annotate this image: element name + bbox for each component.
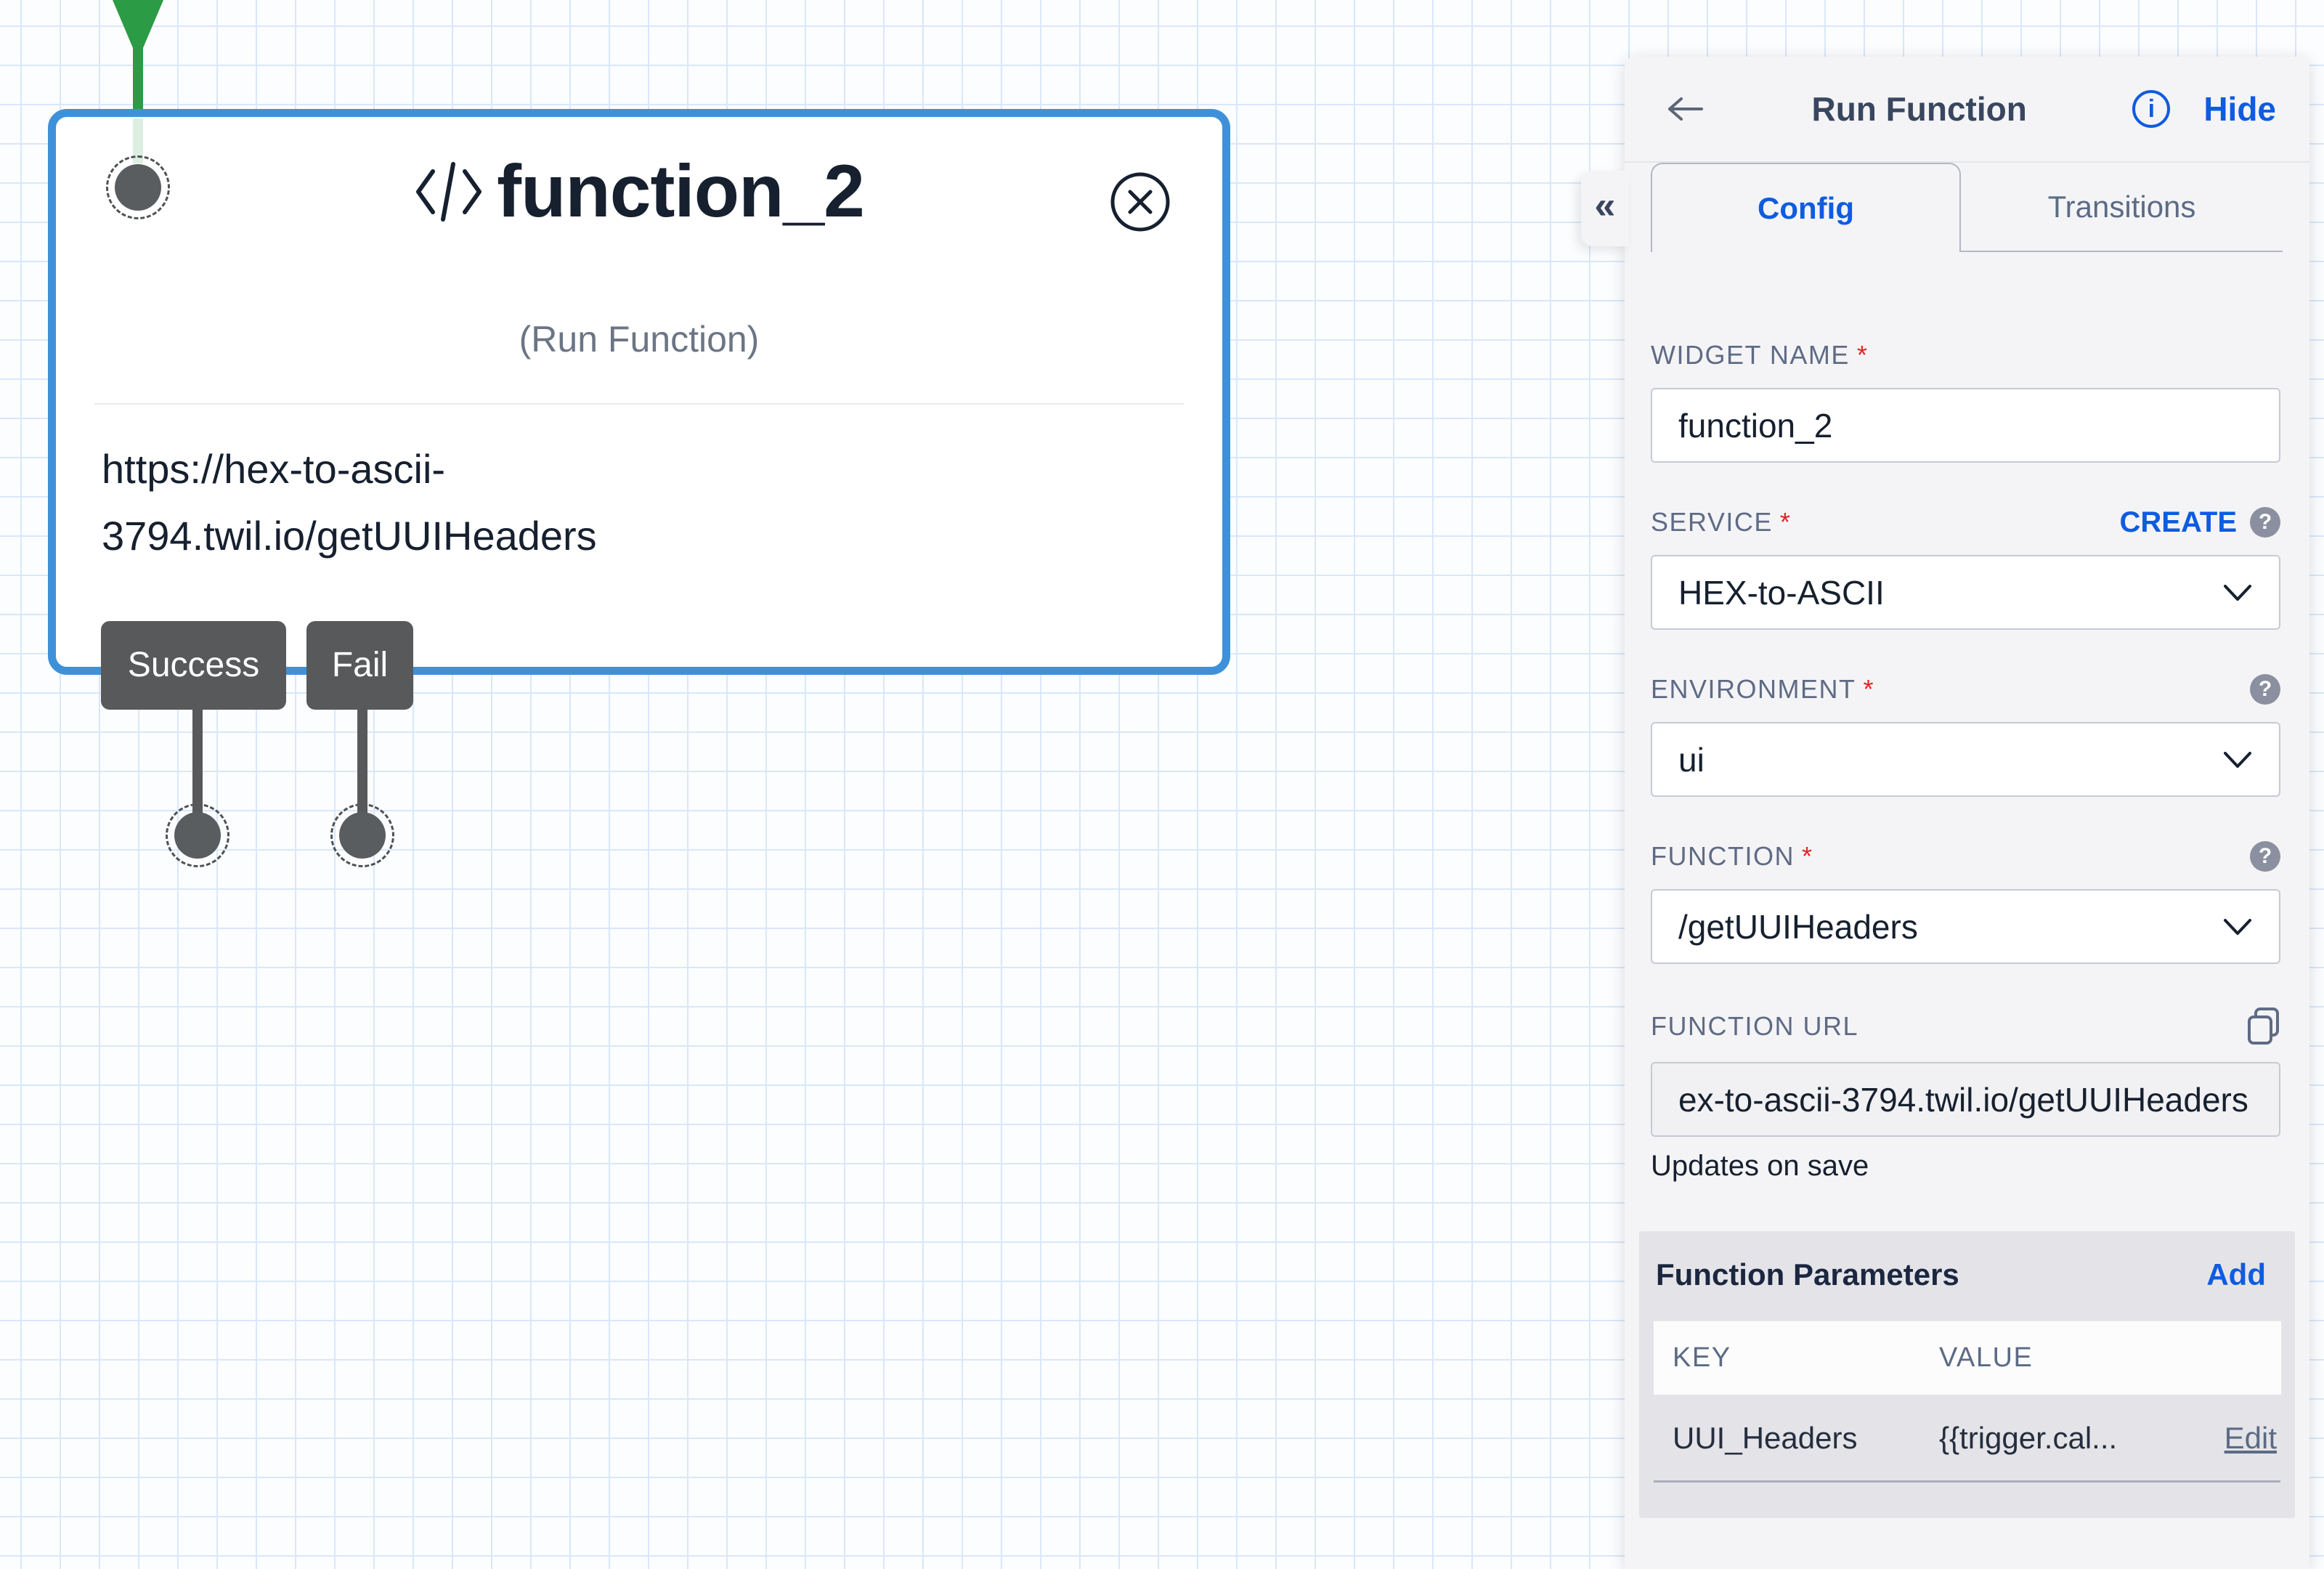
edit-parameter-link[interactable]: Edit bbox=[2224, 1421, 2277, 1455]
parameter-value: {{trigger.cal... bbox=[1939, 1421, 2118, 1455]
updates-on-save-note: Updates on save bbox=[1651, 1150, 1869, 1182]
function-label: FUNCTION bbox=[1651, 841, 1795, 871]
panel-title: Run Function bbox=[1811, 90, 2027, 128]
widget-function-url: https://hex-to-ascii- 3794.twil.io/getUU… bbox=[102, 436, 597, 569]
widget-card-function-2[interactable] bbox=[48, 109, 1230, 675]
required-mark: * bbox=[1856, 340, 1869, 370]
function-parameters-heading-row: Function Parameters Add bbox=[1639, 1257, 2295, 1292]
config-panel: Run Function i Hide Config Transitions W… bbox=[1625, 57, 2309, 1569]
required-mark: * bbox=[1801, 841, 1813, 871]
chevron-down-icon bbox=[2224, 751, 2251, 768]
function-url-label: FUNCTION URL bbox=[1651, 1011, 1858, 1041]
info-icon[interactable]: i bbox=[2132, 90, 2171, 128]
success-output-port-dot bbox=[174, 812, 221, 859]
transition-chip-fail[interactable]: Fail bbox=[306, 621, 413, 710]
panel-tabs: Config Transitions bbox=[1625, 163, 2309, 252]
widget-title-row: function_2 bbox=[56, 149, 1222, 234]
widget-name-label: WIDGET NAME bbox=[1651, 340, 1850, 370]
service-label-row: SERVICE * CREATE ? bbox=[1651, 506, 2280, 538]
widget-type-label: (Run Function) bbox=[519, 319, 760, 360]
widget-divider bbox=[94, 403, 1184, 405]
widget-url-line2: 3794.twil.io/getUUIHeaders bbox=[102, 513, 597, 559]
key-column-header: KEY bbox=[1673, 1342, 1731, 1373]
service-help-icon[interactable]: ? bbox=[2250, 507, 2280, 538]
copy-icon[interactable] bbox=[2247, 1008, 2280, 1045]
parameter-row-divider bbox=[1654, 1480, 2280, 1483]
panel-header: Run Function i Hide bbox=[1625, 57, 2309, 163]
service-dropdown-value: HEX-to-ASCII bbox=[1678, 573, 1885, 612]
parameters-table-header: KEY VALUE bbox=[1654, 1321, 2281, 1395]
panel-body: WIDGET NAME * function_2 SERVICE * CREAT… bbox=[1625, 339, 2309, 1518]
environment-label-row: ENVIRONMENT * ? bbox=[1651, 673, 2280, 705]
create-service-link[interactable]: CREATE bbox=[2119, 506, 2237, 538]
widget-input-port-dot bbox=[115, 164, 161, 211]
back-arrow-icon[interactable] bbox=[1665, 94, 1706, 123]
fail-connector-stem bbox=[357, 710, 367, 813]
environment-help-icon[interactable]: ? bbox=[2250, 674, 2280, 705]
incoming-connector-line bbox=[113, 0, 163, 163]
function-dropdown[interactable]: /getUUIHeaders bbox=[1651, 889, 2280, 964]
environment-dropdown[interactable]: ui bbox=[1651, 722, 2280, 797]
service-label: SERVICE bbox=[1651, 507, 1773, 537]
widget-name-input[interactable]: function_2 bbox=[1651, 388, 2280, 463]
widget-name-label-row: WIDGET NAME * bbox=[1651, 339, 2280, 371]
collapse-chevrons-icon: « bbox=[1594, 185, 1616, 227]
chevron-down-icon bbox=[2224, 918, 2251, 935]
function-dropdown-value: /getUUIHeaders bbox=[1678, 907, 1918, 946]
widget-input-port[interactable] bbox=[106, 155, 170, 219]
service-dropdown[interactable]: HEX-to-ASCII bbox=[1651, 555, 2280, 630]
parameter-row: UUI_Headers {{trigger.cal... Edit bbox=[1654, 1395, 2281, 1456]
chevron-down-icon bbox=[2224, 584, 2251, 601]
function-help-icon[interactable]: ? bbox=[2250, 841, 2280, 872]
fail-output-port-dot bbox=[339, 812, 386, 859]
widget-url-line1: https://hex-to-ascii- bbox=[102, 446, 446, 492]
environment-dropdown-value: ui bbox=[1678, 740, 1705, 779]
panel-collapse-button[interactable]: « bbox=[1581, 171, 1629, 246]
hide-button[interactable]: Hide bbox=[2203, 90, 2276, 128]
function-parameters-heading: Function Parameters bbox=[1656, 1257, 1959, 1292]
function-url-label-row: FUNCTION URL bbox=[1651, 1008, 2280, 1045]
function-parameters-section: Function Parameters Add KEY VALUE UUI_He… bbox=[1639, 1231, 2295, 1518]
parameter-key: UUI_Headers bbox=[1673, 1421, 1858, 1455]
required-mark: * bbox=[1779, 507, 1792, 537]
add-parameter-button[interactable]: Add bbox=[2206, 1257, 2266, 1292]
tab-config[interactable]: Config bbox=[1651, 163, 1961, 252]
required-mark: * bbox=[1863, 674, 1875, 704]
widget-close-button[interactable] bbox=[1110, 171, 1171, 232]
value-column-header: VALUE bbox=[1939, 1342, 2033, 1373]
code-icon bbox=[416, 162, 482, 222]
function-url-input[interactable]: ex-to-ascii-3794.twil.io/getUUIHeaders bbox=[1651, 1062, 2280, 1137]
transition-chip-success[interactable]: Success bbox=[101, 621, 286, 710]
widget-name-title: function_2 bbox=[497, 150, 865, 232]
tab-transitions[interactable]: Transitions bbox=[1961, 163, 2283, 252]
function-label-row: FUNCTION * ? bbox=[1651, 840, 2280, 872]
environment-label: ENVIRONMENT bbox=[1651, 674, 1856, 704]
success-connector-stem bbox=[192, 710, 203, 813]
